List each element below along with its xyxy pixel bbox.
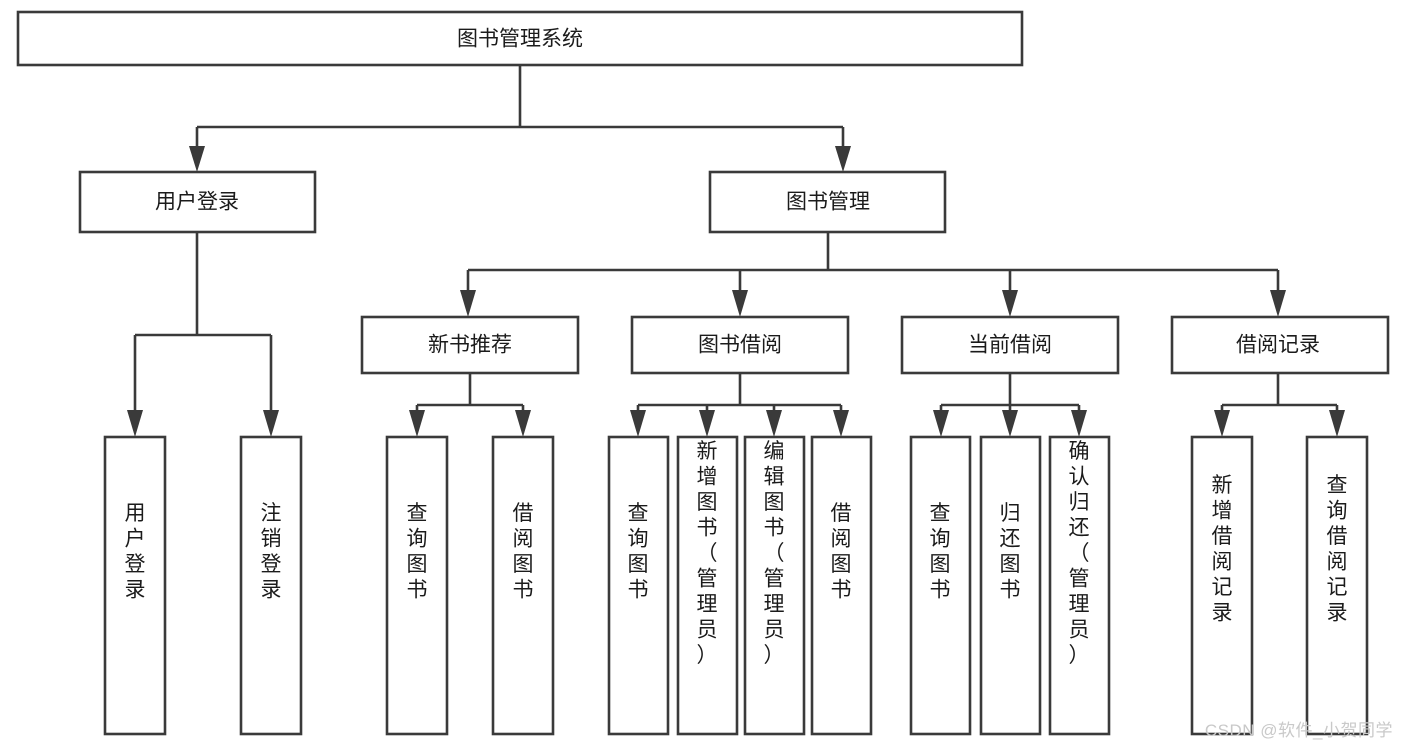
leaf-user-login[interactable]: 用户登录 [103,435,167,736]
leaf-logout-label: 注销登录 [261,502,282,602]
connector-root-to-level2 [189,65,851,172]
leaf-query-record-label: 查询借阅记录 [1327,474,1348,625]
leaf-return-book-label: 归还图书 [1000,502,1021,602]
node-new-book-recommend-label: 新书推荐 [428,334,512,357]
connector-newbook-to-leaves [409,373,531,437]
node-new-book-recommend[interactable]: 新书推荐 [360,315,580,375]
node-current-borrow-label: 当前借阅 [968,334,1052,357]
connector-currentborrow-to-leaves [933,373,1087,437]
leaf-edit-book[interactable]: 编辑图书（管理员） [743,435,806,736]
leaf-logout[interactable]: 注销登录 [239,435,303,736]
csdn-watermark: CSDN @软件_小贺同学 [1204,721,1393,740]
leaf-query-record[interactable]: 查询借阅记录 [1305,435,1369,736]
leaf-confirm-return-label: 确认归还（管理员） [1069,440,1090,667]
leaf-query-book-1-label: 查询图书 [407,502,428,602]
leaf-query-book-3[interactable]: 查询图书 [909,435,972,736]
leaf-confirm-return[interactable]: 确认归还（管理员） [1048,435,1111,736]
node-book-borrow[interactable]: 图书借阅 [630,315,850,375]
leaf-query-book-1[interactable]: 查询图书 [385,435,449,736]
connector-borrowrecord-to-leaves [1214,373,1345,437]
leaf-borrow-book-1-label: 借阅图书 [513,502,534,602]
leaf-add-record-label: 新增借阅记录 [1212,474,1233,625]
leaf-edit-book-label: 编辑图书（管理员） [764,440,785,667]
connector-bookborrow-to-leaves [630,373,849,437]
leaf-return-book[interactable]: 归还图书 [979,435,1042,736]
node-root[interactable]: 图书管理系统 [16,10,1024,67]
node-borrow-record-label: 借阅记录 [1236,334,1320,357]
leaf-add-book[interactable]: 新增图书（管理员） [676,435,739,736]
node-root-label: 图书管理系统 [457,28,583,51]
leaf-borrow-book-2-label: 借阅图书 [831,502,852,602]
node-book-borrow-label: 图书借阅 [698,334,782,357]
node-book-manage-label: 图书管理 [786,191,870,214]
leaf-query-book-2-label: 查询图书 [628,502,649,602]
node-book-manage[interactable]: 图书管理 [708,170,947,234]
leaf-borrow-book-1[interactable]: 借阅图书 [491,435,555,736]
leaf-borrow-book-2[interactable]: 借阅图书 [810,435,873,736]
node-borrow-record[interactable]: 借阅记录 [1170,315,1390,375]
leaf-add-book-label: 新增图书（管理员） [697,440,718,667]
connector-userlogin-to-leaves [127,232,279,437]
leaf-user-login-label: 用户登录 [125,502,146,602]
node-user-login-label: 用户登录 [155,191,239,214]
leaf-query-book-3-label: 查询图书 [930,502,951,602]
leaf-query-book-2[interactable]: 查询图书 [607,435,670,736]
node-user-login[interactable]: 用户登录 [78,170,317,234]
node-current-borrow[interactable]: 当前借阅 [900,315,1120,375]
leaf-add-record[interactable]: 新增借阅记录 [1190,435,1254,736]
connector-bookmanage-to-level3 [460,232,1286,317]
